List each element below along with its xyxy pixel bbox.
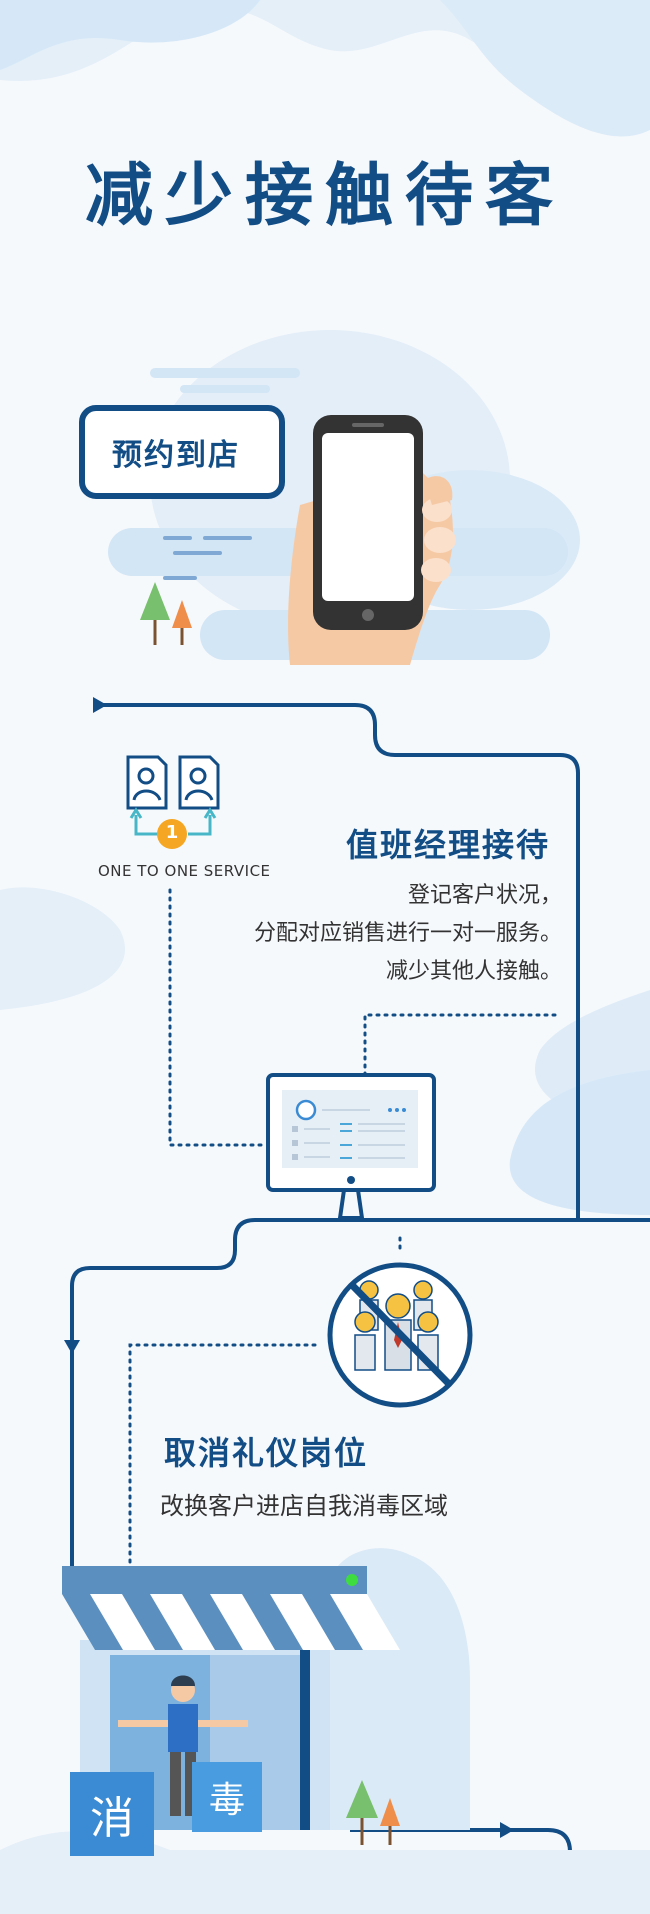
badge-number: 1 [165, 822, 179, 843]
service-title: 值班经理接待 [345, 826, 550, 864]
etiquette-description: 改换客户进店自我消毒区域 [160, 1492, 448, 1520]
disinfect-sign-left: 消 [70, 1772, 154, 1856]
one-to-one-caption: ONE TO ONE SERVICE [98, 862, 271, 880]
page-title: 减少接触待客 [84, 157, 565, 236]
service-description-line: 登记客户状况， [407, 883, 562, 908]
etiquette-title: 取消礼仪岗位 [164, 1434, 369, 1472]
service-description-line: 减少其他人接触。 [385, 959, 562, 984]
service-description-line: 分配对应销售进行一对一服务。 [253, 921, 562, 946]
no-crowd-icon [327, 1262, 473, 1408]
storefront-icon [62, 1566, 400, 1830]
appointment-label: 预约到店 [112, 438, 240, 473]
disinfect-sign-right: 毒 [192, 1762, 262, 1832]
service-description: 登记客户状况， 分配对应销售进行一对一服务。 减少其他人接触。 [254, 877, 562, 991]
computer-monitor-icon [266, 1073, 436, 1220]
smartphone-in-hand-icon [288, 415, 456, 665]
one-to-one-service-icon [126, 755, 220, 849]
